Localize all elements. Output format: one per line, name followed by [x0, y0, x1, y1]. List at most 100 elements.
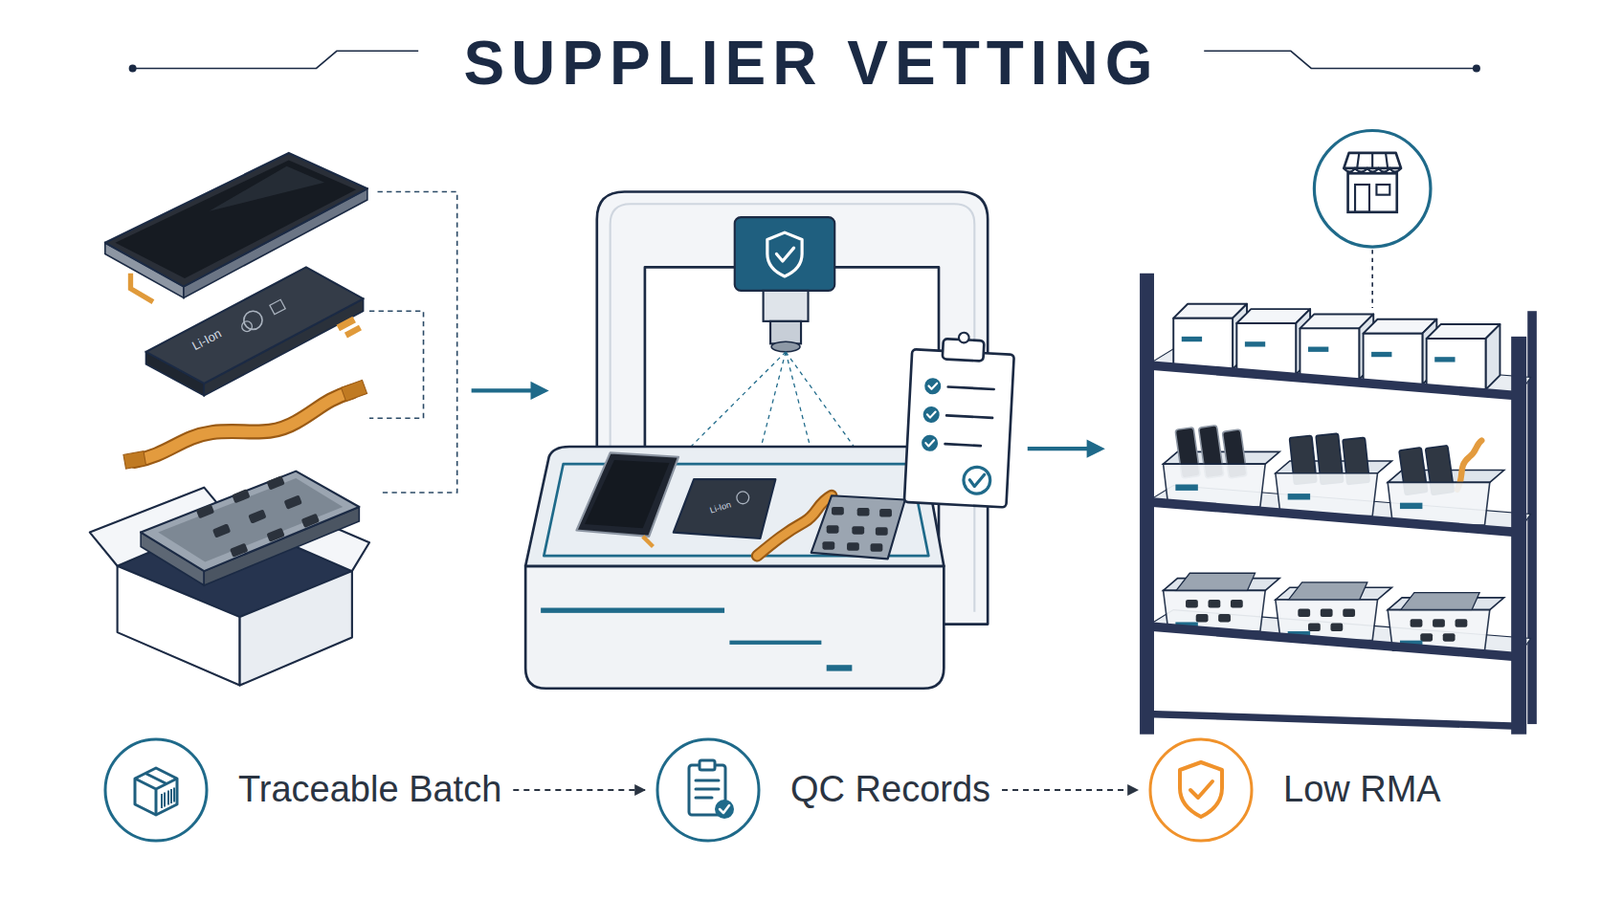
- store-icon: [1348, 173, 1398, 213]
- inspection-table: [540, 608, 725, 614]
- flex-cable-part: [123, 379, 368, 469]
- camera-head: [734, 217, 835, 291]
- parts-bin: [1410, 619, 1468, 642]
- parts-bin: [1342, 609, 1356, 619]
- stock-box: [1422, 319, 1437, 385]
- stock-box: [1173, 318, 1233, 370]
- inspected-parts: [831, 507, 845, 516]
- component-tray: [266, 528, 285, 543]
- parts-bin: [1185, 600, 1244, 623]
- inspected-parts: [576, 452, 679, 536]
- battery-part: [203, 298, 363, 396]
- group-bracket: [369, 191, 458, 493]
- battery-part: [145, 352, 204, 397]
- inspected-parts: [673, 479, 777, 539]
- store-icon: [1376, 184, 1390, 196]
- phone-part: [130, 273, 153, 303]
- component-tray: [266, 475, 285, 490]
- inspected-parts: [811, 495, 906, 559]
- battery-part: [336, 316, 356, 333]
- parts-bin: [1163, 464, 1267, 508]
- inspection-frame: [597, 191, 988, 624]
- parts-bin: [1275, 461, 1393, 474]
- parts-bin: [1399, 447, 1428, 496]
- flex-cable-part: [134, 391, 353, 462]
- diagram-title: SUPPLIER VETTING: [11, 32, 1600, 94]
- shelf-rack: [1147, 486, 1532, 534]
- inspected-parts: [870, 543, 884, 553]
- flex-cable-part: [123, 451, 147, 469]
- scan-ray: [663, 352, 786, 475]
- inspection-table: [525, 446, 944, 689]
- phone-part: [114, 159, 356, 279]
- battery-part: [145, 266, 363, 396]
- camera-head: [770, 321, 801, 344]
- store-icon: [1313, 130, 1431, 309]
- store-icon: [1343, 153, 1401, 169]
- shelf-frame: [1147, 626, 1519, 658]
- dashed-connector: [1001, 789, 1138, 792]
- flow-arrow: [471, 388, 534, 393]
- shelf-rack: [1527, 311, 1537, 725]
- parts-bin: [1308, 623, 1321, 633]
- inspected-parts: [857, 508, 870, 517]
- parts-bin: [1387, 470, 1505, 484]
- parts-bin: [1196, 614, 1209, 623]
- node-icon: [695, 780, 719, 799]
- shelf-frame: [1139, 273, 1527, 735]
- qc-clipboard: [922, 406, 940, 424]
- parts-bin: [1400, 503, 1423, 510]
- inspected-parts: [879, 509, 892, 518]
- inspection-table: [525, 566, 944, 689]
- node-icon: [699, 760, 715, 771]
- inspected-parts: [584, 460, 670, 529]
- parts-bin: [1222, 429, 1247, 479]
- parts-bin: [1387, 482, 1490, 526]
- flow-arrow: [471, 381, 1106, 459]
- node-icon: [161, 788, 175, 810]
- parts-bin: [1175, 573, 1255, 592]
- parts-bin: [1410, 619, 1423, 628]
- stock-box: [1295, 309, 1311, 375]
- node-icon: [654, 736, 762, 845]
- stock-box: [1173, 304, 1500, 391]
- qc-clipboard: [969, 473, 985, 488]
- camera-head: [734, 217, 835, 353]
- step-label: QC Records: [790, 768, 991, 813]
- phone-part: [209, 166, 325, 212]
- inspected-parts: [822, 507, 892, 553]
- qc-clipboard: [928, 382, 937, 390]
- qc-clipboard: [904, 330, 1016, 509]
- parts-bin: [1297, 609, 1311, 619]
- step-label: Low RMA: [1283, 768, 1442, 813]
- stock-box: [1236, 309, 1311, 324]
- flow-arrow: [1027, 446, 1089, 451]
- qc-clipboard: [946, 415, 993, 419]
- parts-bin: [1163, 578, 1281, 592]
- node-icon: [719, 805, 730, 814]
- title-rule: [129, 65, 135, 71]
- parts-bin: [1420, 633, 1433, 643]
- parts-bin: [1425, 445, 1455, 496]
- shipping-box: [89, 488, 230, 567]
- node-icon: [105, 739, 207, 842]
- parts-bin: [1330, 623, 1343, 633]
- parts-bin: [1288, 435, 1316, 485]
- stock-box: [1363, 333, 1423, 385]
- shelf-frame: [1147, 502, 1519, 534]
- node-icon: [102, 736, 210, 845]
- store-icon: [1313, 130, 1431, 247]
- illustration-group: [89, 50, 1537, 734]
- parts-bin: [1455, 619, 1468, 628]
- camera-head: [763, 290, 809, 322]
- parts-bin: [1288, 493, 1311, 500]
- parts-bin: [1163, 590, 1267, 632]
- node-icon: [1150, 739, 1252, 842]
- stock-box: [1426, 338, 1487, 390]
- shipping-box: [229, 493, 370, 572]
- parts-bin: [1288, 631, 1311, 637]
- stock-box: [1363, 319, 1438, 334]
- inspection-frame: [597, 191, 988, 624]
- node-icon: [1147, 736, 1255, 845]
